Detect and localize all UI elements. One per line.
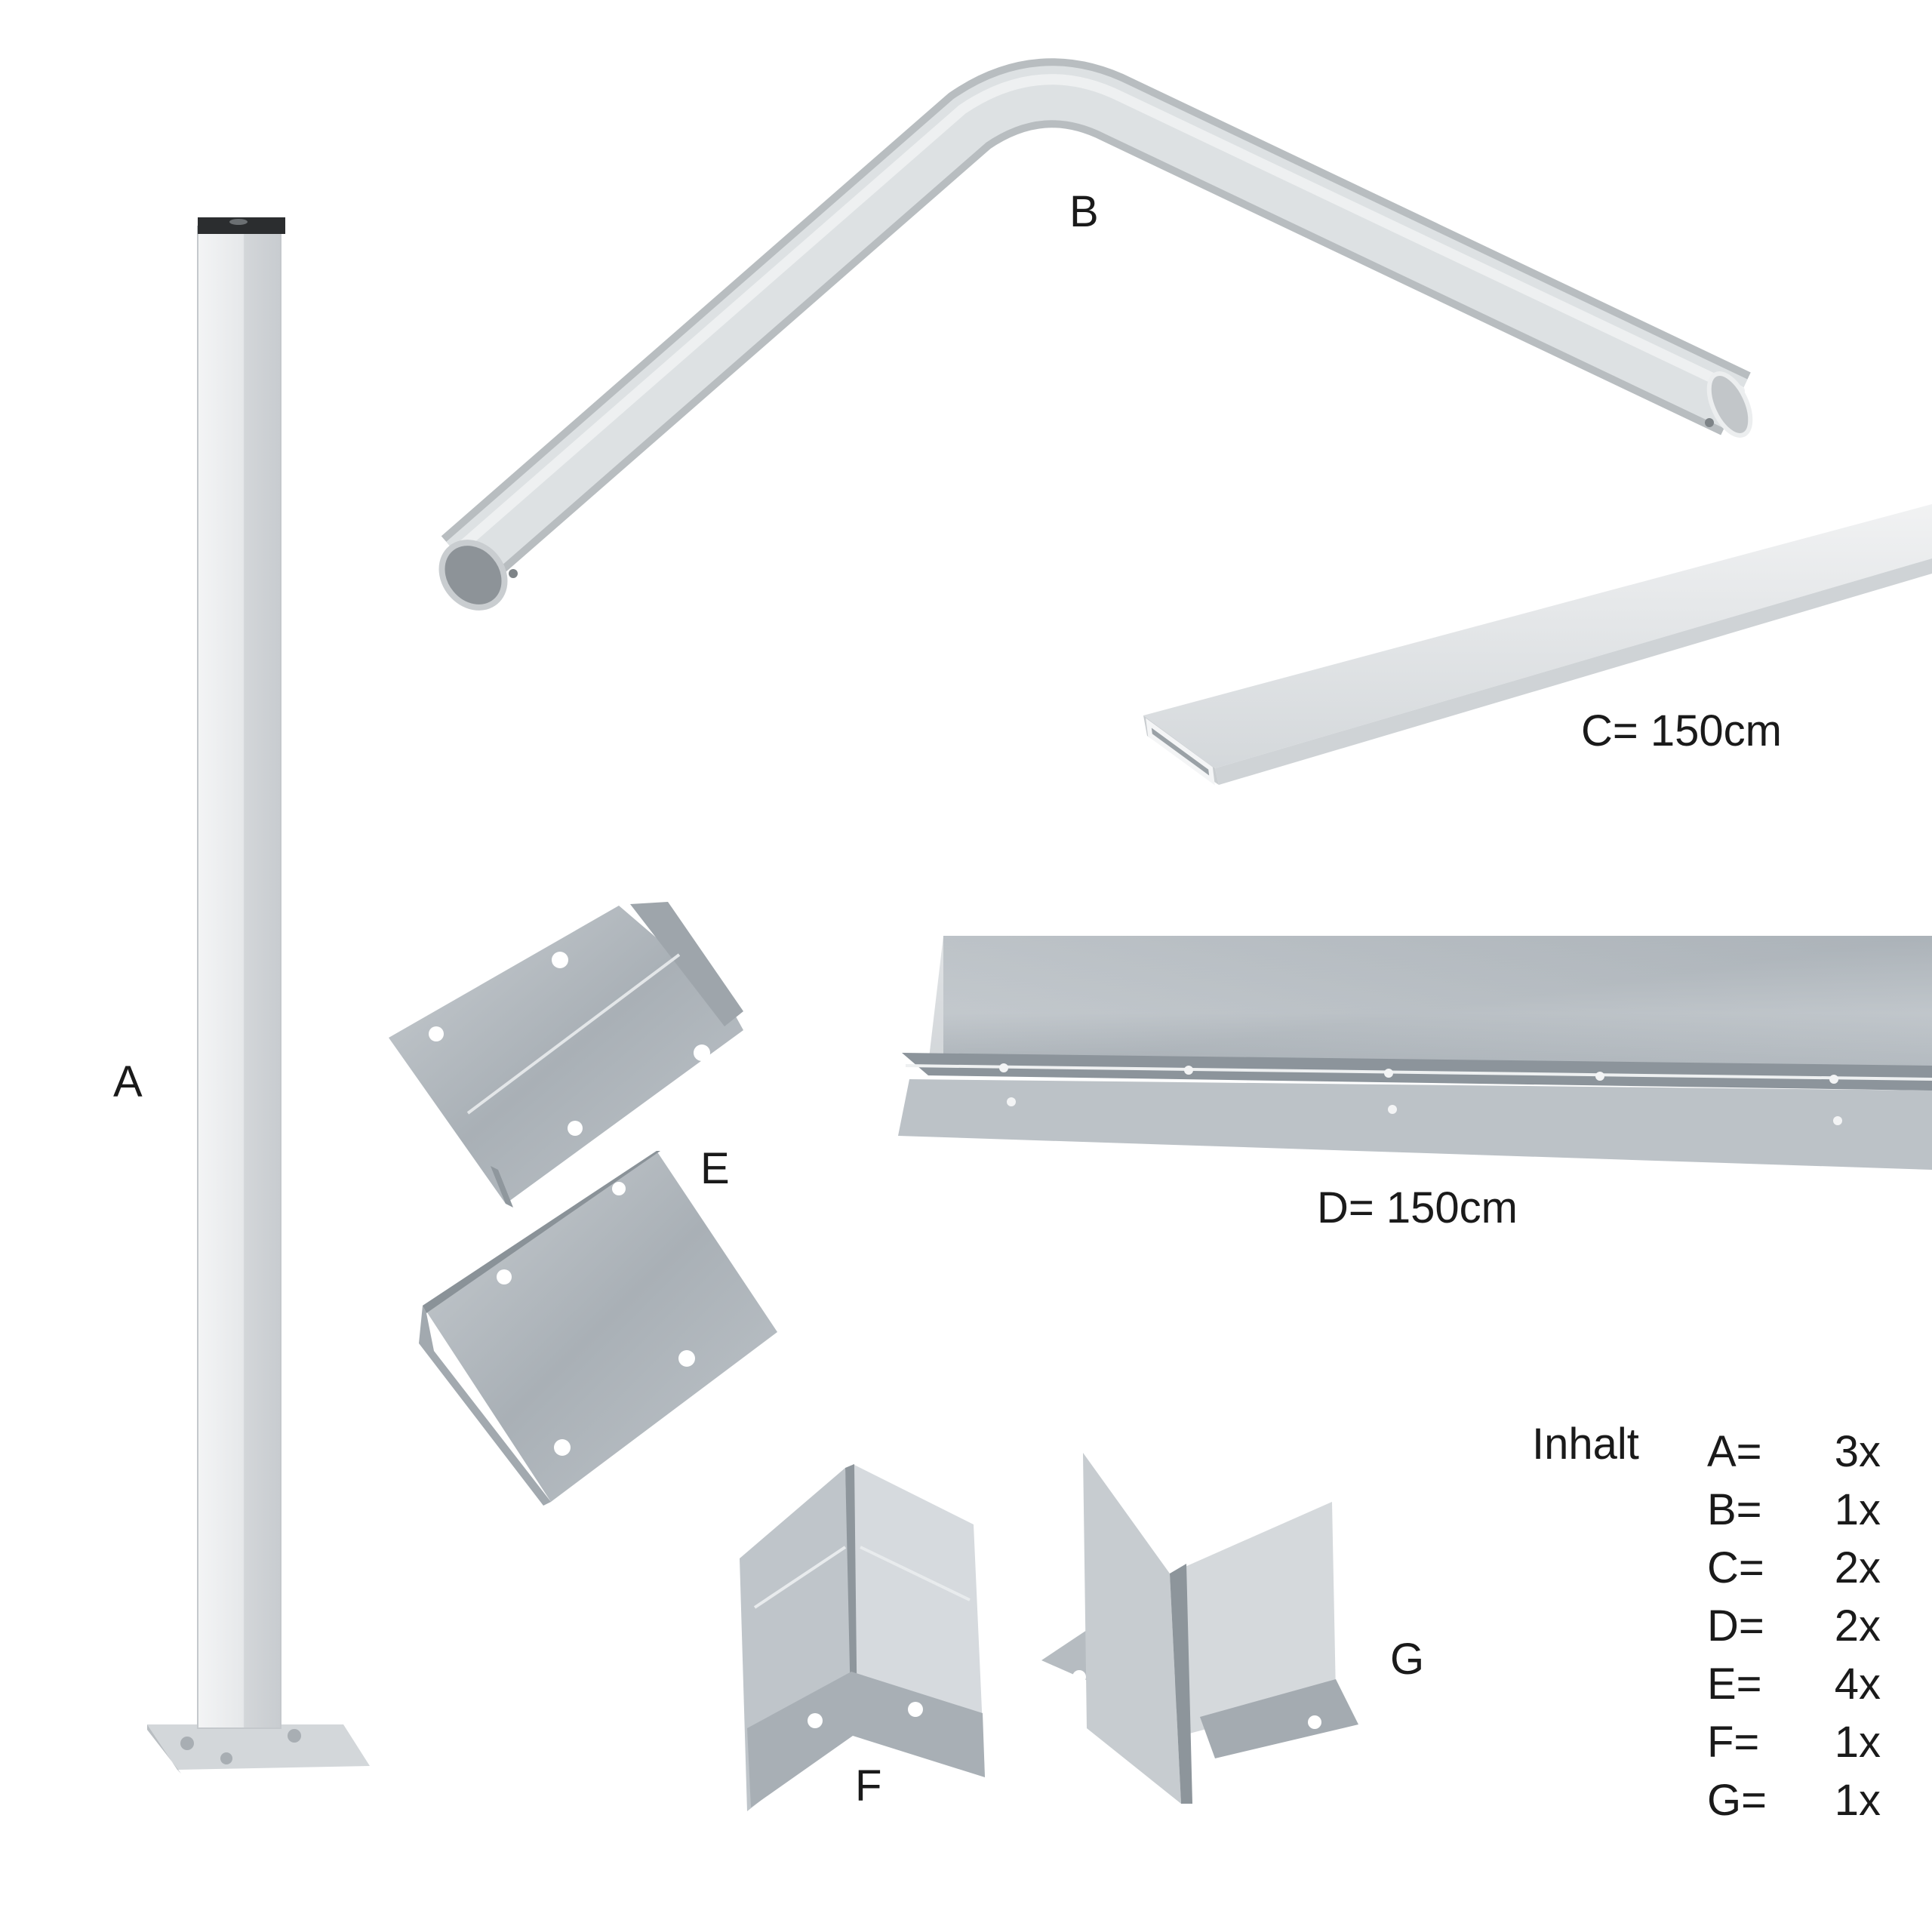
label-d: D= 150cm — [1317, 1183, 1518, 1232]
screw-hole — [1705, 418, 1714, 427]
bracket-holes — [429, 952, 710, 1136]
part-g-outer-corner — [1041, 1453, 1358, 1804]
corner-hole — [908, 1702, 923, 1717]
contents-item-d: D= 2x — [1707, 1604, 1881, 1663]
contents-items: A= 3x B= 1x C= 2x D= 2x E= 4x F= 1x G= 1x — [1707, 1430, 1881, 1837]
corner-hole — [1308, 1715, 1321, 1729]
label-b: B — [1069, 187, 1099, 236]
label-g: G — [1390, 1635, 1425, 1684]
label-c: C= 150cm — [1581, 706, 1782, 755]
contents-item-g: G= 1x — [1707, 1779, 1881, 1837]
item-key: G= — [1707, 1776, 1767, 1825]
item-qty: 4x — [1834, 1660, 1881, 1709]
item-key: A= — [1707, 1427, 1762, 1476]
item-key: E= — [1707, 1660, 1762, 1709]
part-d-angle-profile — [898, 936, 1932, 1170]
label-a: A — [113, 1057, 143, 1106]
item-qty: 1x — [1834, 1718, 1881, 1767]
item-qty: 2x — [1834, 1601, 1881, 1651]
item-qty: 1x — [1834, 1776, 1881, 1825]
contents-item-f: F= 1x — [1707, 1721, 1881, 1779]
item-key: C= — [1707, 1543, 1764, 1592]
part-b-bent-tube — [438, 58, 1753, 611]
item-qty: 2x — [1834, 1543, 1881, 1592]
post-end-cap — [198, 217, 285, 234]
part-e-brackets — [389, 902, 777, 1506]
corner-hole — [1072, 1670, 1086, 1684]
base-plate-hole — [220, 1752, 232, 1764]
contents-item-e: E= 4x — [1707, 1663, 1881, 1721]
item-qty: 1x — [1834, 1485, 1881, 1534]
item-key: B= — [1707, 1485, 1762, 1534]
item-key: F= — [1707, 1718, 1760, 1767]
profile-holes — [999, 1063, 1842, 1125]
contents-item-b: B= 1x — [1707, 1488, 1881, 1546]
corner-hole — [808, 1713, 823, 1728]
label-e: E — [700, 1144, 730, 1193]
bracket-holes — [497, 1182, 695, 1456]
tube-opening — [438, 540, 508, 611]
contents-item-a: A= 3x — [1707, 1430, 1881, 1488]
contents-title: Inhalt — [1532, 1420, 1639, 1469]
part-f-inner-corner — [740, 1464, 985, 1811]
item-qty: 3x — [1834, 1427, 1881, 1476]
part-a-post — [147, 217, 370, 1774]
part-c-rectangular-rail — [1143, 504, 1932, 786]
base-plate-hole — [180, 1737, 194, 1750]
label-f: F — [855, 1761, 882, 1810]
screw-hole — [509, 569, 518, 578]
contents-item-c: C= 2x — [1707, 1546, 1881, 1604]
item-key: D= — [1707, 1601, 1764, 1651]
base-plate-hole — [288, 1729, 301, 1743]
